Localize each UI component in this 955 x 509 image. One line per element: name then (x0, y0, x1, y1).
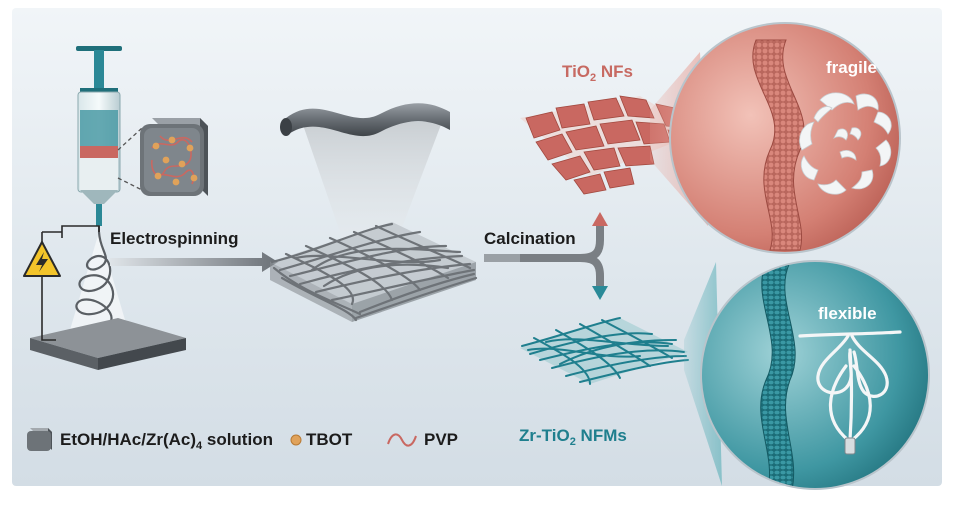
calcination-arrow-down (579, 254, 604, 288)
zr-tio2-fiber-mat (520, 317, 689, 385)
zr-tio2-nfms-label: Zr-TiO2 NFMs (519, 426, 627, 448)
zoom-dash-top (117, 127, 143, 151)
tbot-bead-icon (290, 434, 302, 446)
tio2-nfs-label: TiO2 NFs (562, 62, 633, 84)
zr-tio2-zoom-circle (700, 260, 930, 490)
electrospinning-label: Electrospinning (110, 229, 239, 248)
gray-fiber-mat (270, 222, 478, 322)
electrospinning-arrow (110, 252, 278, 272)
fragile-label: fragile (826, 58, 878, 77)
tio2-zoom-circle (669, 22, 901, 254)
calcination-label: Calcination (484, 229, 576, 248)
legend-tbot-label: TBOT (306, 430, 353, 449)
wire-bottom (41, 262, 56, 341)
zoom-dash-bottom (117, 177, 143, 191)
legend-solution-label: EtOH/HAc/Zr(Ac)4 solution (60, 430, 273, 452)
pvp-chain-icon (387, 433, 417, 447)
legend-pvp-label: PVP (424, 430, 459, 449)
flexible-label: flexible (818, 304, 877, 323)
collector-plate (30, 318, 186, 370)
legend-solution-cube-icon (27, 428, 52, 451)
jet-spiral (75, 231, 115, 327)
solution-cube-icon (140, 118, 208, 196)
collector-roller-icon (280, 103, 450, 137)
jet-cone (70, 232, 128, 330)
spray-cone (302, 122, 442, 238)
syringe-icon (76, 46, 122, 232)
high-voltage-icon (23, 241, 61, 277)
